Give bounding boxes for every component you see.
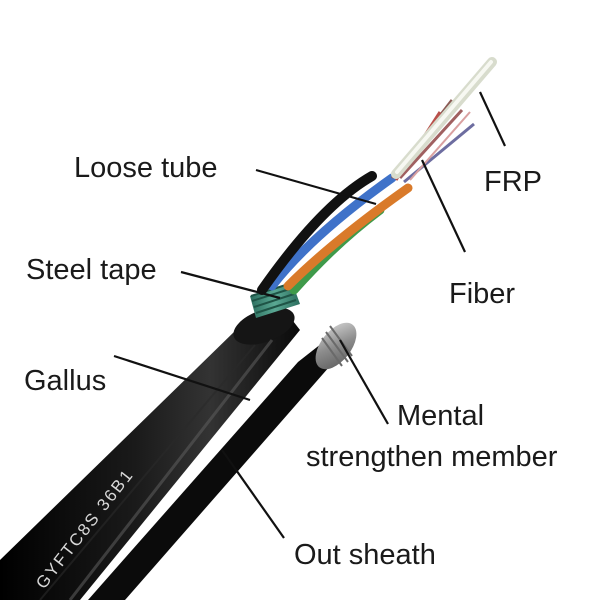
leader-frp — [479, 91, 506, 147]
tube-blue — [267, 173, 397, 291]
leader-mental-strength — [339, 339, 389, 425]
label-out-sheath: Out sheath — [294, 539, 436, 571]
leader-steel-tape — [180, 270, 281, 300]
leader-gallus — [113, 354, 251, 402]
sheath-end-face — [233, 307, 295, 345]
gallus-sheath — [88, 340, 344, 600]
tube-orange — [283, 183, 413, 291]
leader-loose-tube — [255, 168, 377, 206]
steel-tape — [250, 282, 300, 318]
leader-fiber — [421, 159, 466, 253]
label-loose-tube: Loose tube — [74, 152, 218, 184]
steel-wire-end — [315, 322, 357, 370]
outer-sheath — [0, 312, 300, 600]
label-frp: FRP — [484, 166, 542, 198]
label-mental: Mental — [397, 400, 485, 432]
label-gallus: Gallus — [24, 365, 107, 397]
label-fiber: Fiber — [449, 278, 516, 310]
label-strengthen-member: strengthen member — [306, 441, 558, 473]
label-steel-tape: Steel tape — [26, 254, 157, 286]
tube-black — [257, 171, 377, 295]
leader-out-sheath — [221, 449, 285, 539]
leader-lines — [113, 91, 506, 539]
